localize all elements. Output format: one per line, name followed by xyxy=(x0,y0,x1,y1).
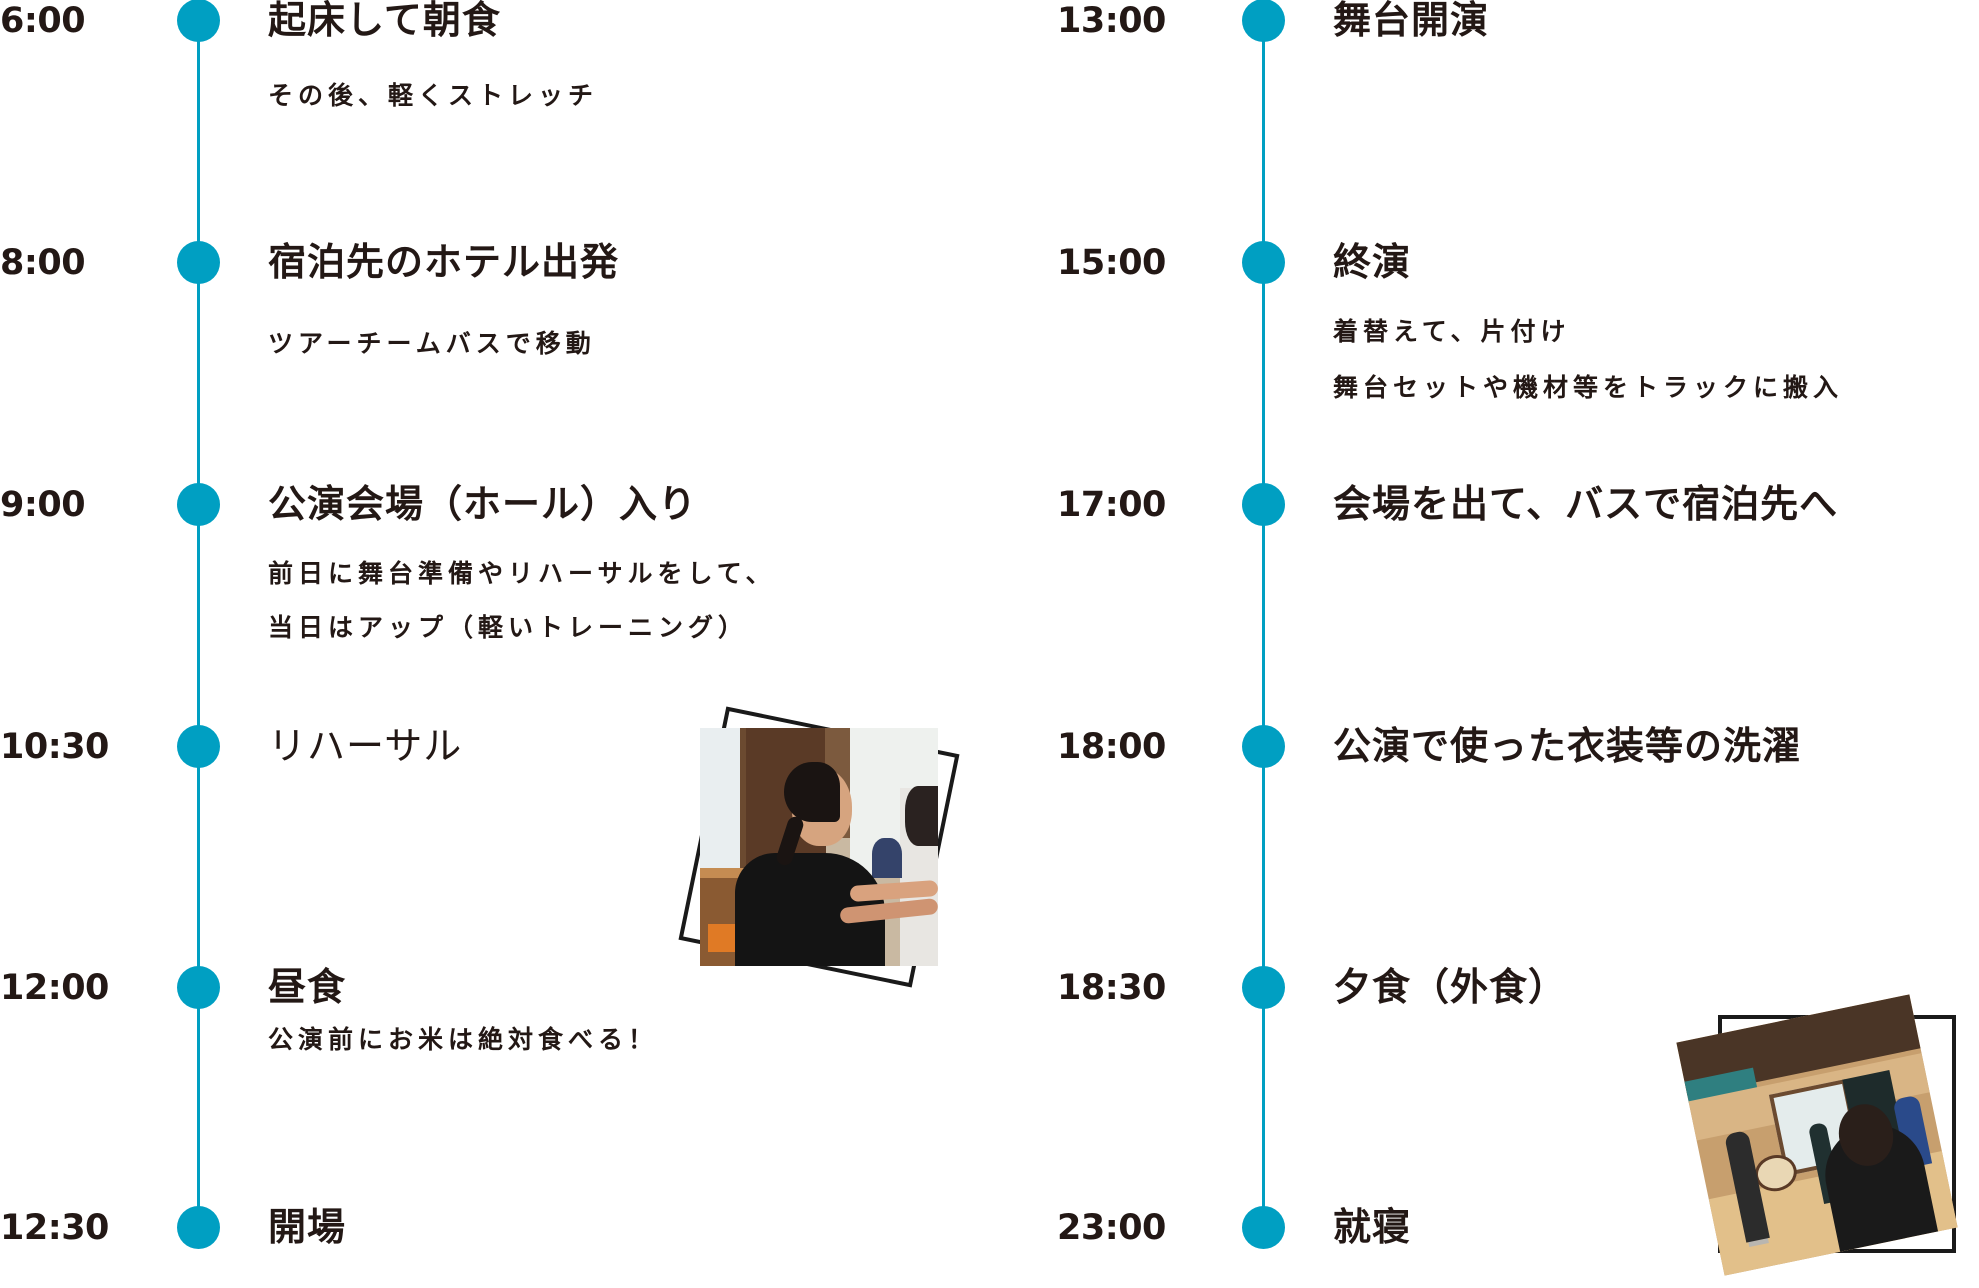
timeline-event: 17:00 会場を出て、バスで宿泊先へ xyxy=(1057,482,1957,565)
event-title: 就寝 xyxy=(1333,1205,1412,1249)
timeline-dot-icon xyxy=(177,1206,220,1249)
event-detail: ツアーチームバスで移動 xyxy=(268,329,596,358)
timeline-event: 8:00 宿泊先のホテル出発 ツアーチームバスで移動 xyxy=(0,240,900,358)
event-time: 8:00 xyxy=(0,243,86,283)
event-title: 公演会場（ホール）入り xyxy=(268,482,698,526)
event-title: 終演 xyxy=(1333,240,1412,284)
event-detail: 前日に舞台準備やリハーサルをして、 xyxy=(268,559,776,588)
timeline-dot-icon xyxy=(1242,966,1285,1009)
hall-photo xyxy=(1676,994,1958,1276)
timeline-dot-icon xyxy=(1242,1206,1285,1249)
event-time: 17:00 xyxy=(1057,485,1166,525)
timeline-line xyxy=(1262,21,1265,1228)
event-time: 18:00 xyxy=(1057,727,1166,767)
timeline-dot-icon xyxy=(177,241,220,284)
timeline-event: 12:00 昼食 公演前にお米は絶対食べる！ xyxy=(0,965,900,1054)
timeline-event: 6:00 起床して朝食 その後、軽くストレッチ xyxy=(0,0,900,110)
event-detail: その後、軽くストレッチ xyxy=(268,81,599,110)
timeline-dot-icon xyxy=(177,483,220,526)
event-time: 15:00 xyxy=(1057,243,1166,283)
event-time: 10:30 xyxy=(0,727,109,767)
event-detail: 当日はアップ（軽いトレーニング） xyxy=(268,613,749,642)
timeline-dot-icon xyxy=(177,725,220,768)
timeline-line xyxy=(197,21,200,1228)
timeline-dot-icon xyxy=(1242,725,1285,768)
hall-image xyxy=(1676,994,1958,1276)
timeline-dot-icon xyxy=(1242,241,1285,284)
timeline-event: 13:00 舞台開演 xyxy=(1057,0,1957,81)
event-detail: 公演前にお米は絶対食べる！ xyxy=(268,1025,659,1054)
timeline-event: 9:00 公演会場（ホール）入り 前日に舞台準備やリハーサルをして、 当日はアッ… xyxy=(0,482,900,642)
event-time: 23:00 xyxy=(1057,1208,1166,1248)
timeline-left: 6:00 起床して朝食 その後、軽くストレッチ 8:00 宿泊先のホテル出発 ツ… xyxy=(0,0,900,1249)
event-time: 13:00 xyxy=(1057,1,1166,41)
timeline-event: 18:00 公演で使った衣装等の洗濯 xyxy=(1057,724,1957,807)
event-time: 6:00 xyxy=(0,1,86,41)
event-time: 12:00 xyxy=(0,968,109,1008)
timeline-event: 18:30 夕食（外食） xyxy=(1057,965,1957,1048)
event-time: 9:00 xyxy=(0,485,86,525)
timeline-dot-icon xyxy=(1242,483,1285,526)
event-time: 12:30 xyxy=(0,1208,109,1248)
event-title: 夕食（外食） xyxy=(1333,965,1568,1009)
event-title: 舞台開演 xyxy=(1333,0,1490,42)
event-detail: 舞台セットや機材等をトラックに搬入 xyxy=(1333,373,1844,402)
timeline-event: 15:00 終演 着替えて、片付け 舞台セットや機材等をトラックに搬入 xyxy=(1057,240,1957,402)
event-title: 宿泊先のホテル出発 xyxy=(268,240,620,284)
event-title: 会場を出て、バスで宿泊先へ xyxy=(1333,482,1839,526)
timeline-dot-icon xyxy=(177,966,220,1009)
event-title: 起床して朝食 xyxy=(268,0,501,42)
timeline-dot-icon xyxy=(177,0,220,42)
timeline-dot-icon xyxy=(1242,0,1285,42)
timeline-event: 23:00 就寝 xyxy=(1057,1205,1957,1288)
event-time: 18:30 xyxy=(1057,968,1166,1008)
event-title: 昼食 xyxy=(268,965,347,1009)
timeline-right: 13:00 舞台開演 15:00 終演 着替えて、片付け 舞台セットや機材等をト… xyxy=(1057,0,1979,1275)
event-title: 開場 xyxy=(268,1205,347,1249)
event-detail: 着替えて、片付け xyxy=(1333,317,1571,346)
event-title: リハーサル xyxy=(268,724,463,768)
timeline-event: 12:30 開場 xyxy=(0,1205,900,1288)
rehearsal-image xyxy=(700,728,938,966)
timeline-event: 10:30 リハーサル xyxy=(0,724,900,807)
event-title: 公演で使った衣装等の洗濯 xyxy=(1333,724,1802,768)
rehearsal-photo xyxy=(678,706,960,988)
